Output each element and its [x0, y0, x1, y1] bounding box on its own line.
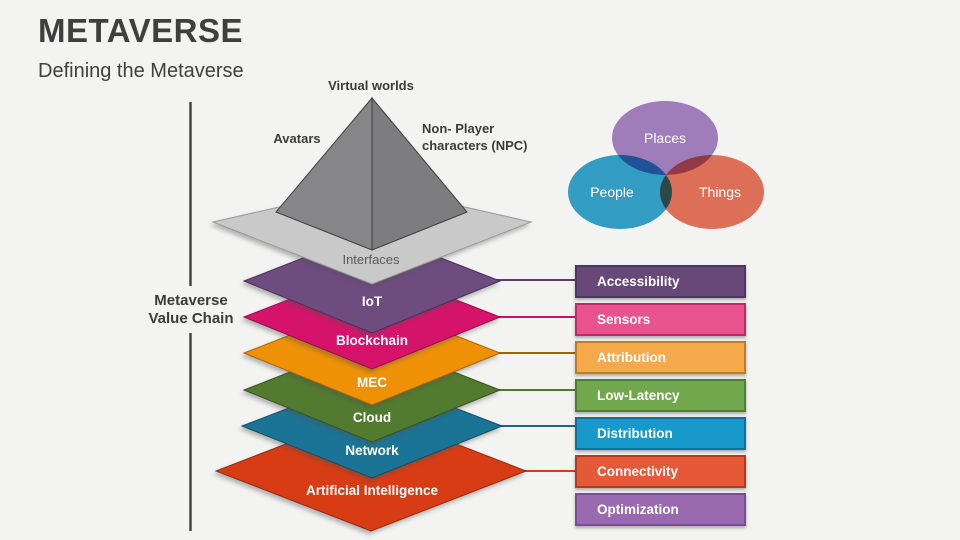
box-distribution-label: Distribution — [597, 426, 673, 441]
venn-people-ellipse — [568, 155, 672, 229]
pyramid-top-label: Virtual worlds — [328, 78, 414, 93]
pyramid-right-label-line1: Non- Player — [422, 121, 494, 136]
interfaces-label: Interfaces — [342, 252, 400, 267]
layer-cloud-label: Cloud — [353, 410, 391, 425]
venn-places-label: Places — [643, 130, 687, 146]
box-optimization: Optimization — [575, 493, 746, 526]
value-chain-heading-line2: Value Chain — [148, 310, 233, 327]
box-accessibility-label: Accessibility — [597, 274, 680, 289]
box-sensors: Sensors — [575, 303, 746, 336]
box-connectivity-label: Connectivity — [597, 464, 679, 479]
pyramid-right-label-line2: characters (NPC) — [422, 138, 528, 153]
box-attribution: Attribution — [575, 341, 746, 374]
layer-blockchain-label: Blockchain — [336, 333, 408, 348]
box-attribution-label: Attribution — [597, 350, 666, 365]
box-low-latency: Low-Latency — [575, 379, 746, 412]
layer-mec-label: MEC — [357, 375, 387, 390]
venn-people-label: People — [590, 184, 634, 200]
box-accessibility: Accessibility — [575, 265, 746, 298]
page-title: METAVERSE — [38, 12, 243, 49]
venn-things-ellipse — [660, 155, 764, 229]
venn-things-label: Things — [698, 184, 742, 200]
box-distribution: Distribution — [575, 417, 746, 450]
layer-network-label: Network — [345, 443, 399, 458]
box-optimization-label: Optimization — [597, 502, 679, 517]
value-chain-heading-line1: Metaverse — [154, 292, 227, 309]
pyramid-right-face — [371, 96, 468, 251]
page-subtitle: Defining the Metaverse — [38, 60, 244, 82]
box-sensors-label: Sensors — [597, 312, 651, 327]
layer-iot-label: IoT — [362, 294, 383, 309]
chain-box-list: Accessibility Sensors Attribution Low-La… — [575, 265, 746, 531]
pyramid-left-label: Avatars — [273, 131, 320, 146]
box-low-latency-label: Low-Latency — [597, 388, 680, 403]
layer-artificial-intelligence-label: Artificial Intelligence — [306, 483, 439, 498]
box-connectivity: Connectivity — [575, 455, 746, 488]
